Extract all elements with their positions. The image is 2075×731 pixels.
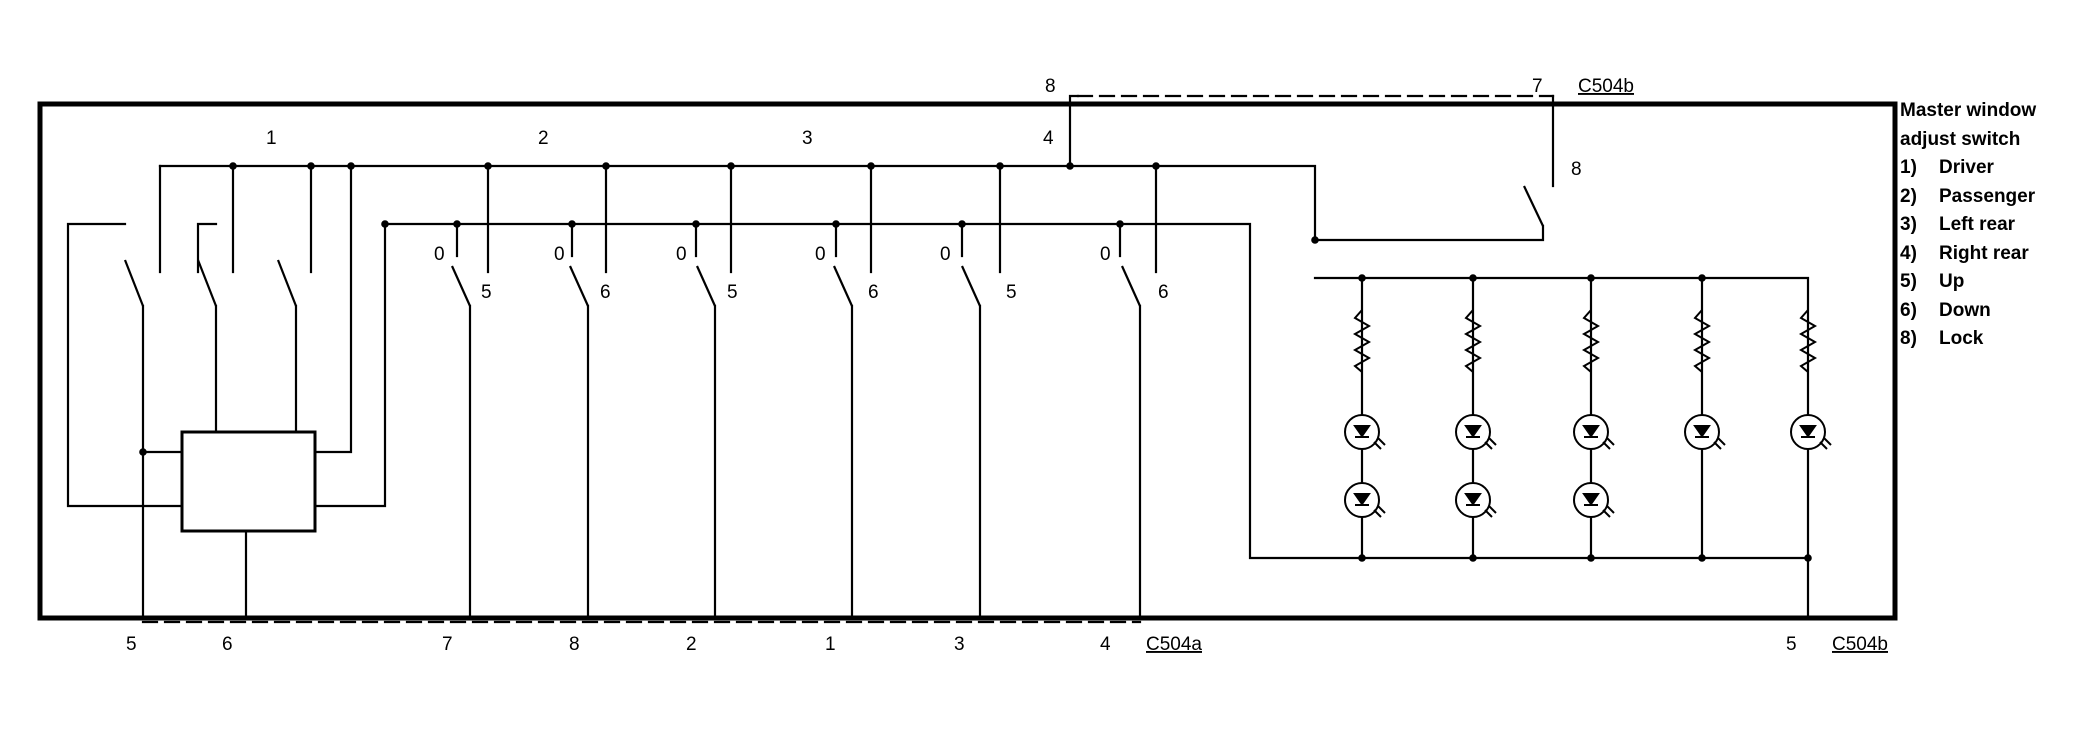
bottom-pin-3: 3: [954, 634, 965, 655]
legend-item-label: Left rear: [1939, 214, 2016, 235]
led-diode-icon: [1582, 493, 1600, 506]
legend-item-label: Right rear: [1939, 242, 2029, 264]
led-indicators: [1344, 309, 1832, 518]
junction-dots: [139, 162, 1812, 562]
connector-label-c504b-bottom: C504b: [1832, 634, 1888, 655]
top-label-switch-1: 1: [266, 128, 277, 149]
bottom-pin-1: 1: [825, 634, 836, 655]
switch-6-zero-label: 0: [1100, 244, 1111, 265]
legend-title-line1: Master window: [1900, 100, 2037, 121]
legend-item: 8) Lock: [1900, 325, 2070, 354]
switch-4-position-label: 6: [868, 282, 879, 303]
led-diode-icon: [1582, 425, 1600, 438]
legend-title-line2: adjust switch: [1900, 128, 2021, 150]
top-label-switch-3: 3: [802, 128, 813, 149]
led-light-ray-icon: [1484, 505, 1497, 518]
legend-item-number: 3): [1900, 214, 1917, 235]
top-bus-wire: [158, 164, 1317, 242]
legend-item: 6) Down: [1900, 297, 2070, 326]
legend-item-number: 4): [1900, 242, 1917, 264]
led-light-ray-icon: [1602, 437, 1615, 450]
resistor-icon: [1581, 309, 1601, 373]
legend-item: 4) Right rear: [1900, 240, 2070, 269]
led-diode-icon: [1693, 425, 1711, 438]
top-label-connector-7: 7: [1532, 76, 1543, 97]
led-diode-icon: [1464, 493, 1482, 506]
legend-item-label: Lock: [1939, 328, 1984, 349]
relay-module: [180, 430, 317, 533]
led-light-ray-icon: [1819, 437, 1832, 450]
legend-item: 1) Driver: [1900, 154, 2070, 183]
bottom-pin-6: 6: [222, 634, 233, 655]
bottom-pin-2: 2: [686, 634, 697, 655]
resistor-icon: [1352, 309, 1372, 373]
switch-1-zero-label: 0: [434, 244, 445, 265]
bottom-pin-8: 8: [569, 634, 580, 655]
lock-switch-wire: [1068, 94, 1555, 242]
legend-item-label: Down: [1939, 299, 1991, 321]
switch-6-position-label: 6: [1158, 282, 1169, 303]
legend-item-number: 2): [1900, 185, 1917, 207]
bottom-pin-4: 4: [1100, 634, 1111, 655]
led-light-ray-icon: [1484, 437, 1497, 450]
top-label-switch-2: 2: [538, 128, 549, 149]
top-label-switch-4: 4: [1043, 128, 1054, 149]
resistor-icon: [1692, 309, 1712, 373]
legend-item-number: 8): [1900, 328, 1917, 349]
legend-item-label: Up: [1939, 271, 1965, 292]
switch-contacts: [123, 185, 1544, 307]
connector-label-c504b-top: C504b: [1578, 76, 1634, 97]
switch-5-position-label: 5: [1006, 282, 1017, 303]
relay-left-wire: [66, 222, 184, 508]
led-diode-icon: [1353, 425, 1371, 438]
switch-4-zero-label: 0: [815, 244, 826, 265]
led-diode-icon: [1464, 425, 1482, 438]
switch-1-position-label: 5: [481, 282, 492, 303]
legend-item-number: 6): [1900, 299, 1917, 321]
legend: Master window adjust switch 1) Driver 2) P…: [1900, 97, 2070, 354]
switch-2-position-label: 6: [600, 282, 611, 303]
resistor-icon: [1798, 309, 1818, 373]
bottom-pin-7: 7: [442, 634, 453, 655]
bottom-pin-5: 5: [126, 634, 137, 655]
legend-item-label: Driver: [1939, 157, 1994, 178]
led-light-ray-icon: [1373, 505, 1386, 518]
lock-switch-label: 8: [1571, 159, 1582, 180]
legend-item: 3) Left rear: [1900, 211, 2070, 240]
led-diode-icon: [1799, 425, 1817, 438]
legend-item-number: 1): [1900, 157, 1917, 178]
legend-item-label: Passenger: [1939, 185, 2036, 207]
legend-item: 2) Passenger: [1900, 183, 2070, 212]
led-light-ray-icon: [1373, 437, 1386, 450]
switch-5-zero-label: 0: [940, 244, 951, 265]
switch-3-position-label: 5: [727, 282, 738, 303]
led-bank-wires: [1313, 276, 1810, 620]
led-light-ray-icon: [1713, 437, 1726, 450]
connector-label-c504a: C504a: [1146, 634, 1202, 655]
led-diode-icon: [1353, 493, 1371, 506]
switch-drops: [455, 164, 1158, 620]
switch-housing-outline: [37, 101, 1898, 621]
legend-item-number: 5): [1900, 271, 1917, 292]
second-bus-wire: [383, 222, 1810, 560]
resistor-icon: [1463, 309, 1483, 373]
driver-switch-wires: [158, 164, 313, 434]
bottom-pin-5-right: 5: [1786, 634, 1797, 655]
legend-item: 5) Up: [1900, 268, 2070, 297]
switch-2-zero-label: 0: [554, 244, 565, 265]
relay-pin5-wire: [141, 304, 184, 620]
relay-right-wires: [313, 164, 387, 508]
led-light-ray-icon: [1602, 505, 1615, 518]
top-label-connector-8: 8: [1045, 76, 1056, 97]
switch-3-zero-label: 0: [676, 244, 687, 265]
